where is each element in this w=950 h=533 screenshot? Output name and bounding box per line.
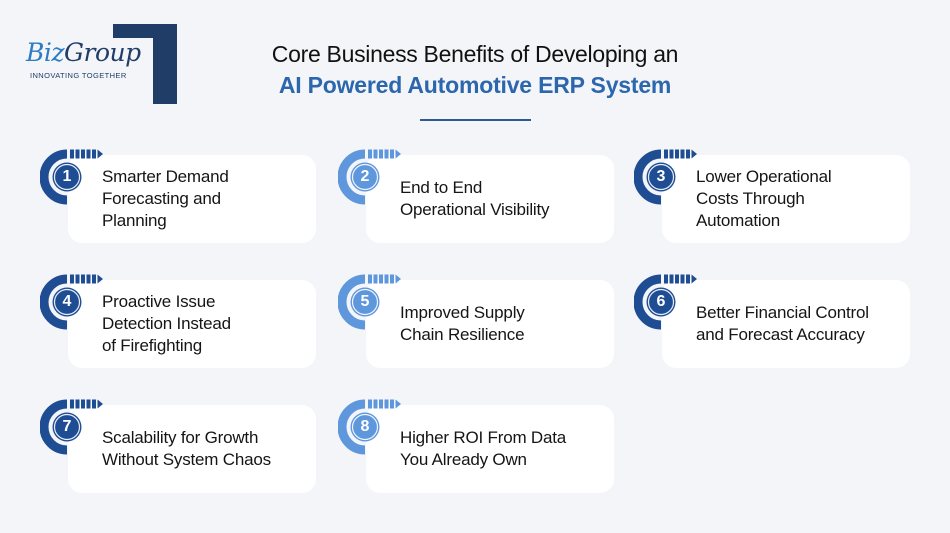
progress-arc-icon [40,274,103,330]
number-badge: 4 [40,274,120,344]
number-badge: 8 [338,399,418,469]
benefit-text: Better Financial Control and Forecast Acc… [696,280,902,368]
badge-number: 7 [62,418,72,435]
title-divider [420,119,531,121]
page-title: Core Business Benefits of Developing an [271,41,679,67]
page-title-highlight: AI Powered Automotive ERP System [278,72,672,98]
number-badge: 5 [338,274,418,344]
benefit-text-line: Lower Operational [696,167,832,186]
number-badge: 6 [634,274,714,344]
progress-arc-icon [634,274,697,330]
number-badge: 1 [40,149,120,219]
benefit-text-line: Operational Visibility [400,200,550,219]
benefit-text-line: Without System Chaos [102,450,271,469]
benefit-text-line: Better Financial Control [696,303,869,322]
benefit-text-line: Planning [102,211,167,230]
bizgroup-logo: BizGroup INNOVATING TOGETHER [22,22,177,104]
benefit-text-line: Automation [696,211,780,230]
benefit-text-line: Forecasting and [102,189,221,208]
badge-number: 8 [360,418,370,435]
number-badge: 2 [338,149,418,219]
badge-number: 1 [62,168,72,185]
progress-arc-icon [40,149,103,205]
number-badge: 3 [634,149,714,219]
badge-number: 3 [656,168,666,185]
benefit-text-line: Proactive Issue [102,292,216,311]
progress-arc-icon [634,149,697,205]
benefit-text-line: Scalability for Growth [102,428,259,447]
benefit-text-line: Detection Instead [102,314,231,333]
logo-tagline: INNOVATING TOGETHER [30,71,130,80]
benefit-card: Better Financial Control and Forecast Acc… [662,280,910,368]
benefit-text-line: Costs Through [696,189,805,208]
logo-wordmark: BizGroup [26,38,143,67]
progress-arc-icon [338,399,401,455]
progress-arc-icon [40,399,103,455]
badge-number: 5 [360,293,370,310]
benefit-text-line: You Already Own [400,450,527,469]
benefit-text-line: of Firefighting [102,336,202,355]
benefit-text-line: and Forecast Accuracy [696,325,865,344]
progress-arc-icon [338,149,401,205]
benefit-text-line: Improved Supply [400,303,525,322]
badge-number: 4 [62,293,72,310]
number-badge: 7 [40,399,120,469]
benefit-text-line: End to End [400,178,483,197]
benefit-text-line: Smarter Demand [102,167,229,186]
badge-number: 6 [656,293,666,310]
benefit-text-line: Chain Resilience [400,325,525,344]
progress-arc-icon [338,274,401,330]
badge-number: 2 [360,168,370,185]
benefit-text-line: Higher ROI From Data [400,428,567,447]
logo-frame [153,24,177,104]
